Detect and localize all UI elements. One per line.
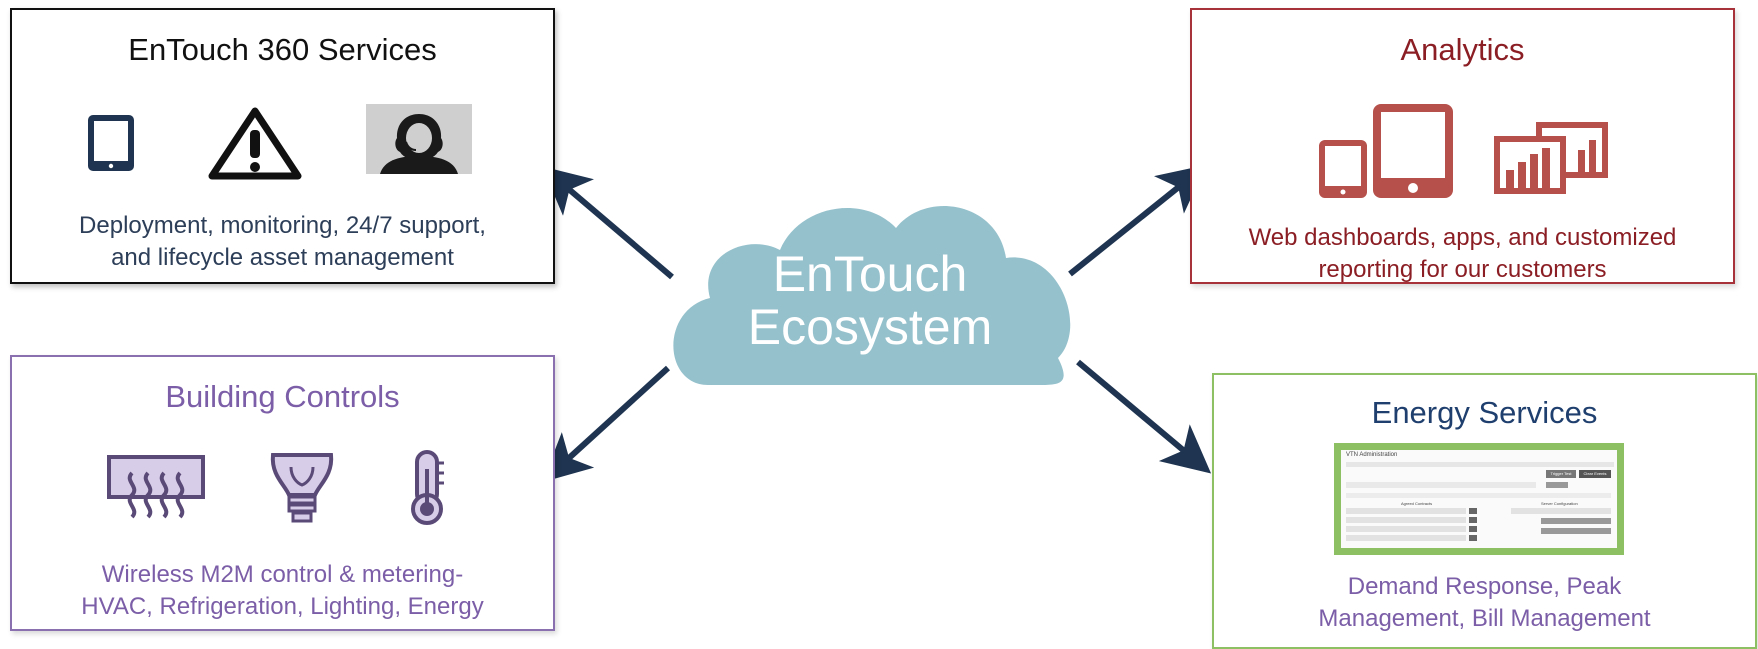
screenshot-list	[1346, 508, 1466, 548]
arrow-to-energy	[1076, 359, 1212, 474]
controls-card: Building Controls Wireless M2M control &…	[10, 355, 555, 631]
cloud-line2: Ecosystem	[747, 299, 993, 355]
analytics-desc-line1: Web dashboards, apps, and customized	[1248, 224, 1677, 251]
screenshot-row2	[1346, 493, 1611, 498]
energy-title: Energy Services	[1371, 395, 1598, 430]
screenshot-list-buttons	[1469, 508, 1477, 548]
bar-chart-screens-icon	[1494, 122, 1608, 194]
arrow-to-analytics	[1068, 164, 1207, 277]
arrow-to-services	[542, 166, 674, 280]
screenshot-clear-button: Clear Events	[1579, 470, 1611, 478]
services-desc-line1: Deployment, monitoring, 24/7 support,	[79, 212, 486, 239]
screenshot-section-left: Agreed Contracts	[1401, 501, 1433, 506]
energy-desc-line1: Demand Response, Peak	[1347, 573, 1622, 600]
controls-desc-line2: HVAC, Refrigeration, Lighting, Energy	[81, 593, 484, 620]
controls-desc-line1: Wireless M2M control & metering-	[101, 561, 464, 588]
controls-title: Building Controls	[165, 379, 400, 414]
support-agent-icon	[366, 104, 472, 174]
tablet-icon	[88, 115, 134, 171]
ecosystem-cloud: EnTouch Ecosystem	[668, 188, 1072, 385]
heater-icon	[107, 455, 205, 519]
screenshot-form-row	[1346, 482, 1536, 488]
services-title: EnTouch 360 Services	[128, 32, 437, 67]
services-card: EnTouch 360 Services Deployment, monitor…	[10, 8, 555, 284]
energy-card: Energy Services VTN Administration Trigg…	[1212, 373, 1757, 649]
energy-desc-line2: Management, Bill Management	[1318, 605, 1651, 632]
screenshot-section-right: Server Configuration	[1541, 501, 1578, 506]
services-desc-line2: and lifecycle asset management	[111, 244, 454, 271]
screenshot-header: VTN Administration	[1346, 452, 1398, 458]
cloud-line1: EnTouch	[772, 246, 968, 302]
analytics-title: Analytics	[1400, 32, 1525, 67]
screenshot-breadcrumb	[1346, 462, 1614, 467]
light-bulb-icon	[270, 453, 334, 523]
screenshot-toggle	[1546, 482, 1568, 488]
vtn-admin-screenshot: VTN Administration Trigger Test Clear Ev…	[1334, 443, 1624, 555]
analytics-card: Analytics Web dashboards, apps, and cust…	[1190, 8, 1735, 284]
devices-icon	[1319, 104, 1453, 198]
screenshot-config	[1511, 508, 1611, 548]
arrow-to-controls	[542, 365, 671, 483]
cloud-icon	[673, 205, 1071, 385]
screenshot-trigger-button: Trigger Test	[1546, 470, 1576, 478]
warning-icon	[208, 107, 302, 180]
thermometer-icon	[411, 450, 444, 525]
analytics-desc-line2: reporting for our customers	[1318, 256, 1607, 283]
